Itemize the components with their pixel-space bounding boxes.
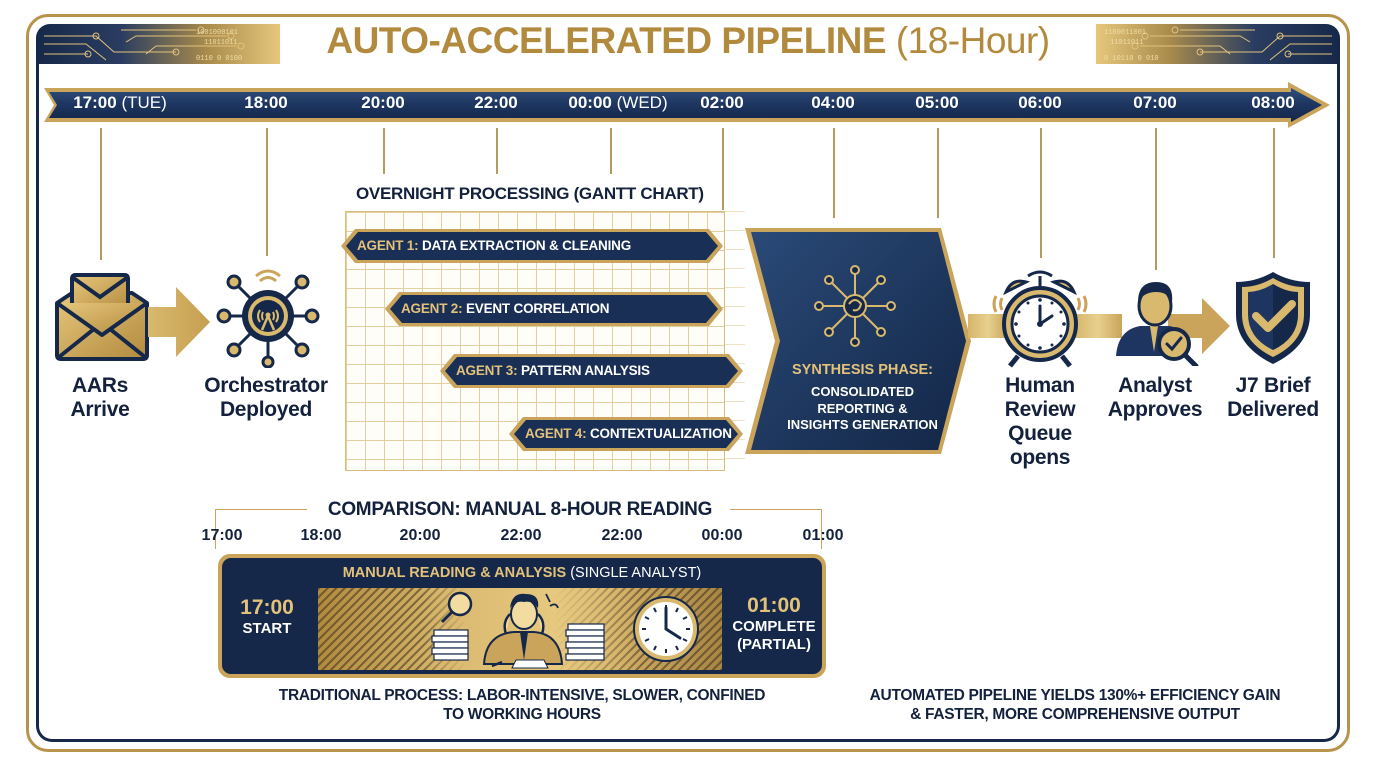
comparison-bracket-left: [215, 509, 307, 549]
timeline-tick-0800: 08:00: [1251, 93, 1295, 112]
circuit-board-icon: 1001000101 11011011 0110 0 0100: [44, 26, 245, 63]
stressed-analyst-illustration: [431, 591, 699, 669]
circuit-decoration-right: 1100011001 11011011 0 10110 0 010: [1096, 24, 1340, 64]
timeline-tick-2200: 22:00: [474, 93, 518, 112]
flow-band: [968, 314, 1008, 338]
inner-navy-frame: [36, 24, 1340, 742]
synthesis-phase-panel: [745, 228, 971, 454]
svg-text:11011011: 11011011: [204, 39, 238, 47]
comparison-bracket-right: [730, 509, 822, 549]
analyst-magnifier-icon: [1116, 282, 1199, 366]
timeline-tick-0700: 07:00: [1133, 93, 1177, 112]
shield-check-icon: [1236, 272, 1310, 364]
connector-line: [722, 128, 724, 210]
bar-shape: [509, 417, 743, 451]
svg-text:0110 0 0100: 0110 0 0100: [196, 55, 242, 63]
timeline-tick-0600: 06:00: [1018, 93, 1062, 112]
flow-band: [1074, 314, 1122, 338]
comparison-tick: 22:00: [500, 527, 542, 544]
network-hub-icon: [216, 269, 320, 368]
gantt-bar-agent-4: AGENT 4: CONTEXTUALIZATION: [509, 417, 743, 451]
comparison-tick: 17:00: [201, 527, 243, 544]
outer-gold-frame: [26, 14, 1350, 752]
comparison-title: COMPARISON: MANUAL 8-HOUR READING: [327, 499, 713, 520]
timeline-tick-0500: 05:00: [915, 93, 959, 112]
comparison-tick: 20:00: [399, 527, 441, 544]
bar-shape: [385, 292, 723, 326]
timeline-arrow: [44, 82, 1334, 128]
timeline-arrow-shape: [44, 82, 1330, 128]
connector-line: [1155, 128, 1157, 270]
synthesis-title: SYNTHESIS PHASE:: [792, 362, 933, 378]
svg-text:1100011001: 1100011001: [1104, 29, 1146, 37]
timeline-tick-2000: 20:00: [361, 93, 405, 112]
envelope-icon: [55, 273, 149, 361]
manual-process-bar: MANUAL READING & ANALYSIS (SINGLE ANALYS…: [218, 554, 826, 678]
gantt-grid-extension: [725, 211, 745, 471]
connector-line: [937, 128, 939, 218]
gantt-bar-agent-2: AGENT 2: EVENT CORRELATION: [385, 292, 723, 326]
timeline-tick-1800: 18:00: [244, 93, 288, 112]
timeline-tick-0200: 02:00: [700, 93, 744, 112]
page-title: AUTO-ACCELERATED PIPELINE (18-Hour): [0, 20, 1376, 62]
svg-text:11011011: 11011011: [1110, 39, 1144, 47]
circuit-decoration-left: 1001000101 11011011 0110 0 0100: [36, 24, 280, 64]
connector-line: [266, 128, 268, 256]
connector-line: [1040, 128, 1042, 258]
comparison-tick: 22:00: [601, 527, 643, 544]
connector-line: [1273, 128, 1275, 258]
manual-process-header: MANUAL READING & ANALYSIS (SINGLE ANALYS…: [342, 565, 702, 581]
circuit-board-icon: 1100011001 11011011 0 10110 0 010: [1104, 26, 1332, 63]
connector-line: [610, 128, 612, 174]
synthesis-description: CONSOLIDATED REPORTING & INSIGHTS GENERA…: [787, 384, 938, 432]
svg-text:0 10110 0 010: 0 10110 0 010: [1104, 55, 1159, 63]
bar-shape: [440, 354, 743, 388]
automated-pipeline-note: AUTOMATED PIPELINE YIELDS 130%+ EFFICIEN…: [869, 687, 1281, 723]
svg-text:1001000101: 1001000101: [196, 29, 238, 37]
traditional-process-note: TRADITIONAL PROCESS: LABOR-INTENSIVE, SL…: [278, 687, 766, 723]
arrow-right-icon: [148, 287, 210, 357]
bar-shape: [341, 229, 723, 263]
connector-line: [383, 128, 385, 174]
title-main: AUTO-ACCELERATED PIPELINE: [326, 20, 887, 61]
alarm-clock-icon: [992, 270, 1088, 368]
manual-end-marker: 01:00 COMPLETE (PARTIAL): [732, 594, 816, 653]
comparison-tick: 01:00: [802, 527, 844, 544]
timeline-tick-0400: 04:00: [811, 93, 855, 112]
timeline-tick-0000: 00:00 (WED): [568, 93, 668, 112]
gantt-title: OVERNIGHT PROCESSING (GANTT CHART): [356, 184, 704, 203]
manual-start-marker: 17:00 START: [240, 596, 294, 637]
connector-line: [496, 128, 498, 174]
connector-line: [833, 128, 835, 218]
title-duration: (18-Hour): [895, 20, 1050, 61]
synthesis-hub-icon: [814, 265, 896, 347]
arrow-right-icon: [1168, 298, 1230, 354]
timeline-tick-1700: 17:00 (TUE): [73, 93, 167, 112]
gantt-bar-agent-1: AGENT 1: DATA EXTRACTION & CLEANING: [341, 229, 723, 263]
connector-line: [100, 128, 102, 260]
gantt-bar-agent-3: AGENT 3: PATTERN ANALYSIS: [440, 354, 743, 388]
comparison-tick: 00:00: [701, 527, 743, 544]
comparison-tick: 18:00: [300, 527, 342, 544]
